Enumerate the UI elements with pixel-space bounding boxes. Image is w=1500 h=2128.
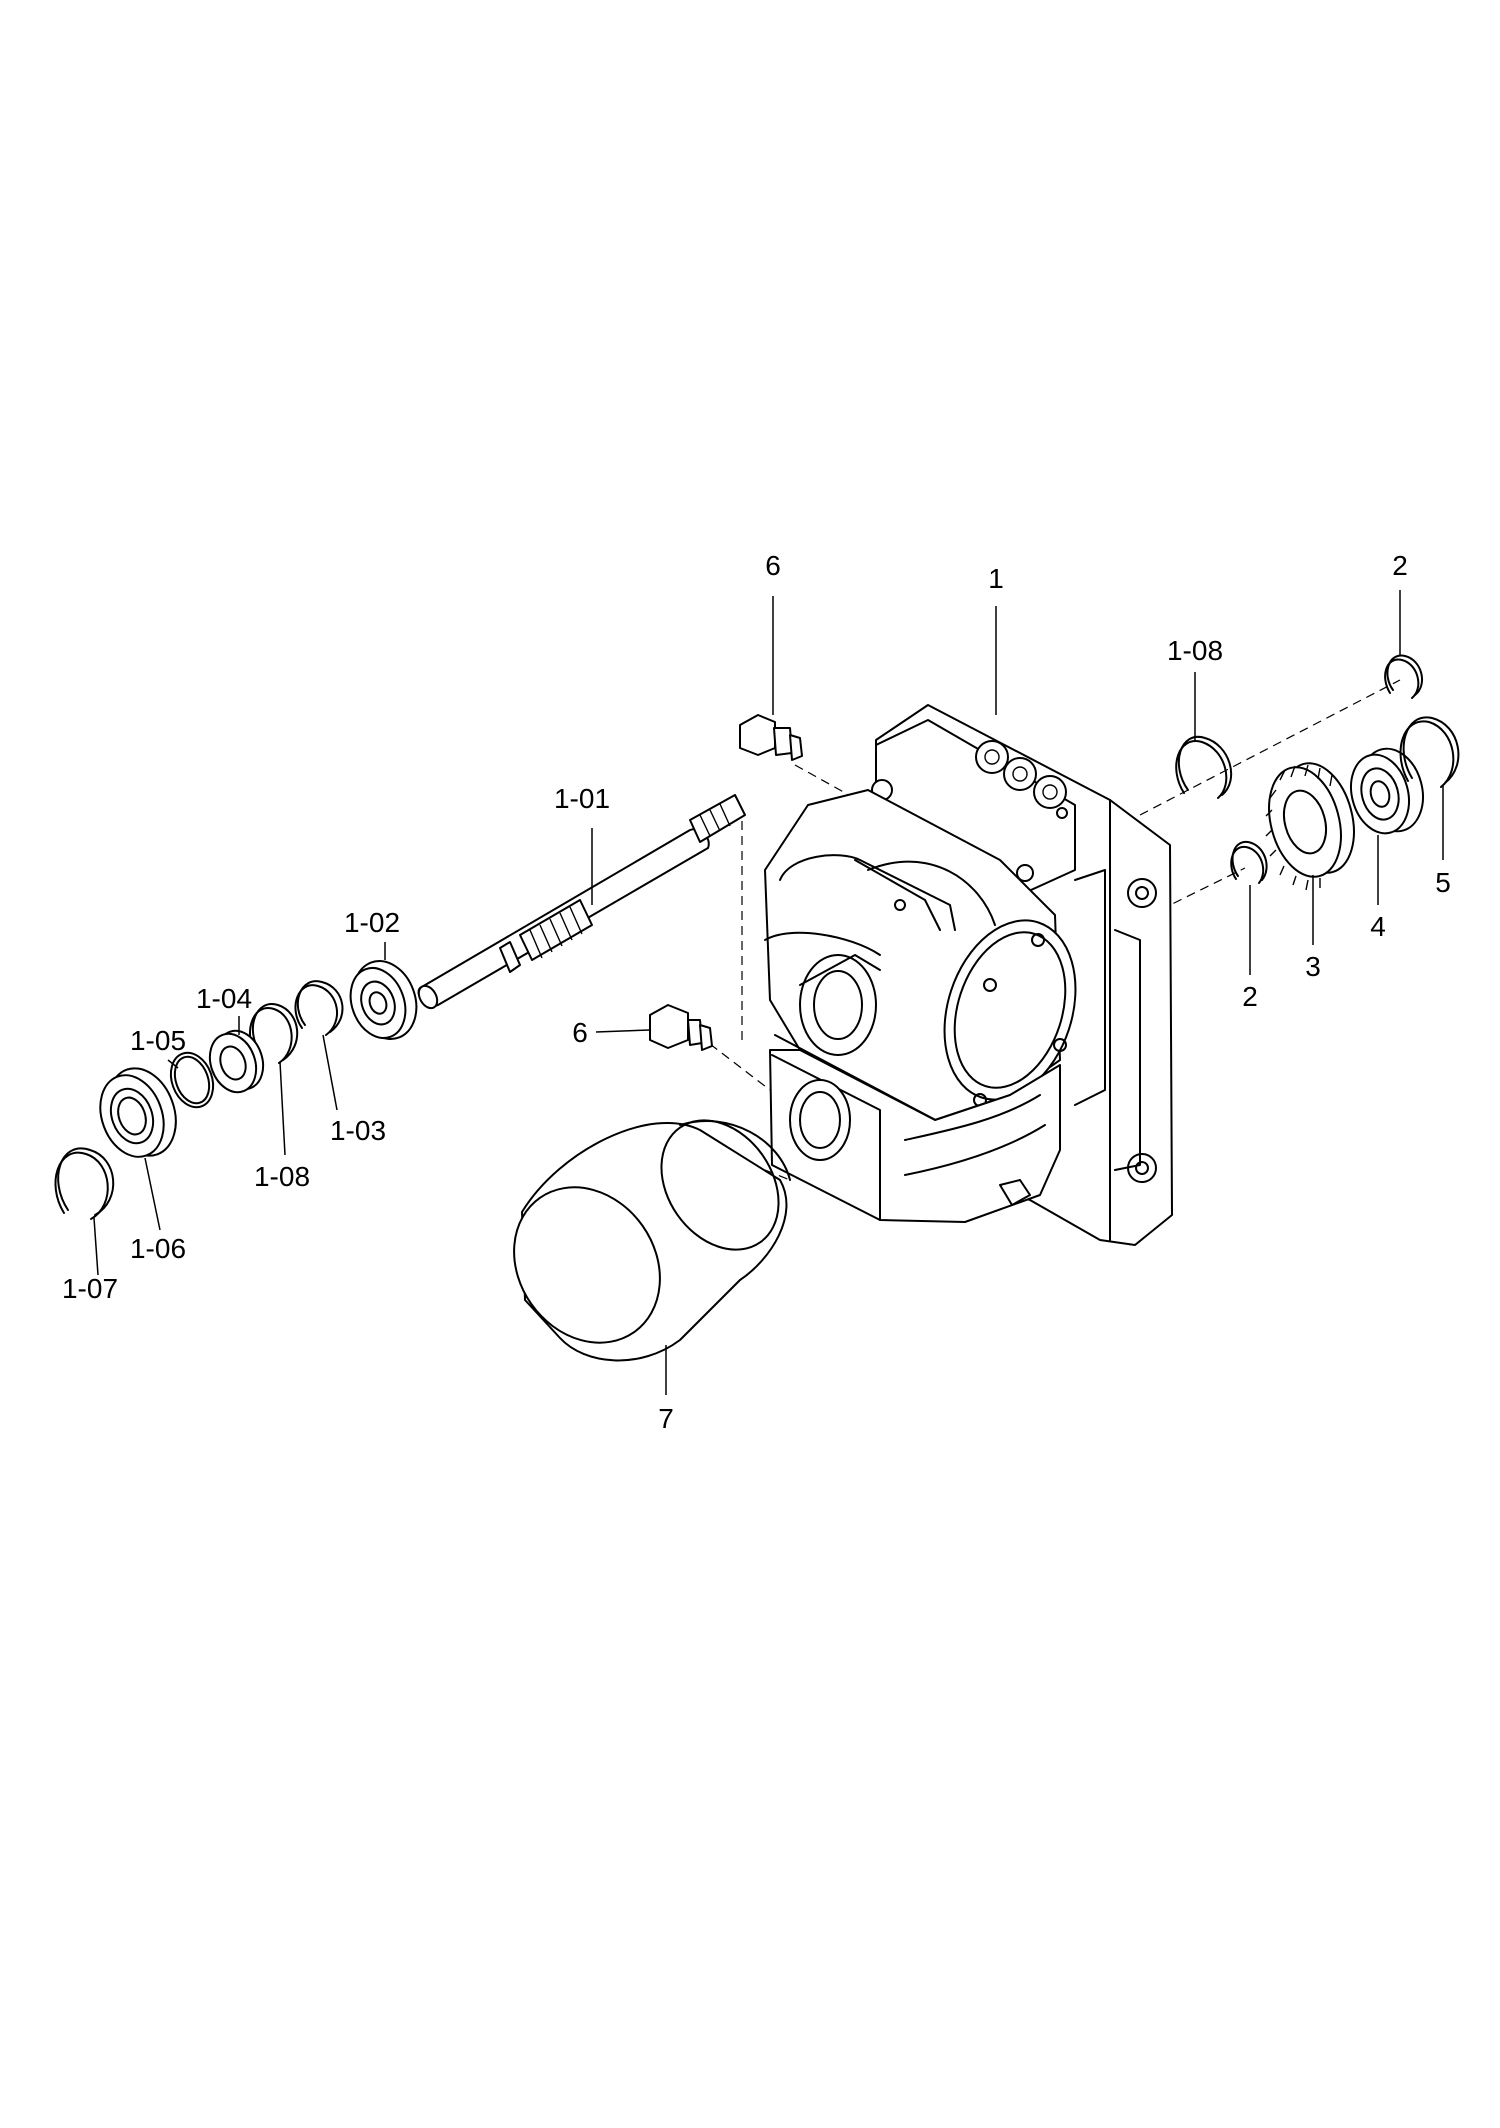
bearing-1-02: [349, 960, 418, 1040]
circlip-1-03: [294, 980, 344, 1036]
label-part-1-03: 1-03: [330, 1115, 386, 1146]
circlip-2-top: [1384, 654, 1424, 699]
label-part-2-top: 2: [1392, 550, 1408, 581]
label-part-1-07: 1-07: [62, 1273, 118, 1304]
label-part-1-08-right: 1-08: [1167, 635, 1223, 666]
label-part-6-top: 6: [765, 550, 781, 581]
filter-canister: [513, 1119, 791, 1362]
circlip-5: [1399, 716, 1460, 788]
label-part-1: 1: [988, 563, 1004, 594]
housing-assembly: [764, 704, 1173, 1246]
seal-1-06: [99, 1067, 177, 1158]
circlip-1-07: [54, 1147, 115, 1220]
label-part-7: 7: [658, 1403, 674, 1434]
label-part-1-08-left: 1-08: [254, 1161, 310, 1192]
oring-1-05: [169, 1051, 215, 1109]
fitting-top: [739, 714, 803, 761]
leader-lines: [93, 590, 1444, 1395]
circlip-1-08-right: [1175, 735, 1232, 799]
label-part-3: 3: [1305, 951, 1321, 982]
bushing-1-04: [208, 1029, 265, 1094]
label-part-1-01: 1-01: [554, 783, 610, 814]
label-part-4: 4: [1370, 911, 1386, 942]
input-shaft: [417, 794, 746, 1010]
fitting-left: [649, 1004, 713, 1051]
label-part-2-bottom: 2: [1242, 981, 1258, 1012]
circlip-2-bottom: [1230, 840, 1268, 884]
callout-labels: 6 1 2 1-08 1-01 1-02 1-04 1-05 6 1-03 1-…: [62, 550, 1451, 1434]
label-part-6-left: 6: [572, 1017, 588, 1048]
gear-3: [1265, 762, 1355, 891]
label-part-1-05: 1-05: [130, 1025, 186, 1056]
label-part-1-04: 1-04: [196, 983, 252, 1014]
label-part-1-02: 1-02: [344, 907, 400, 938]
label-part-1-06: 1-06: [130, 1233, 186, 1264]
bearing-4: [1350, 747, 1424, 835]
label-part-5: 5: [1435, 867, 1451, 898]
